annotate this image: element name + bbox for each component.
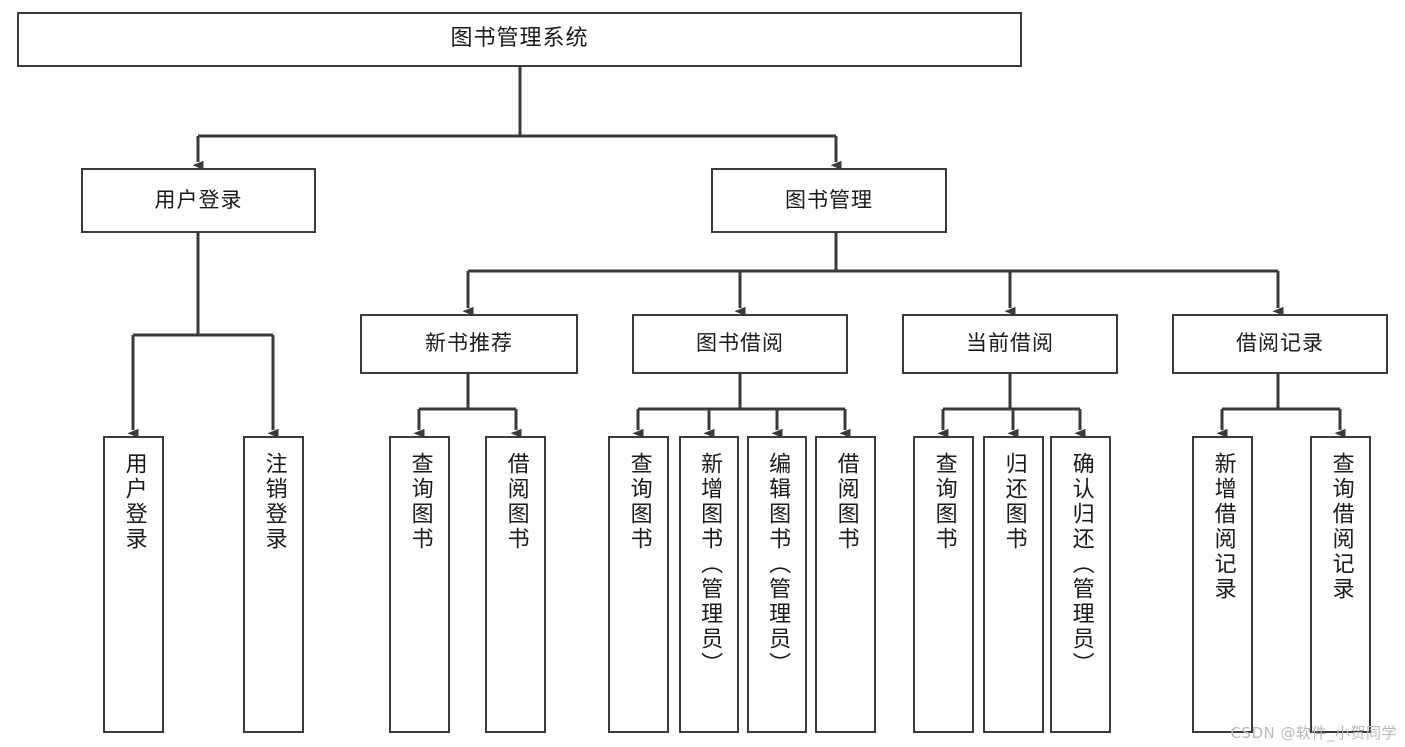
node-new-book-recommend[interactable]: 新书推荐 bbox=[360, 314, 578, 374]
leaf-label: 查询图书 bbox=[931, 452, 957, 552]
leaf-label: 归还图书 bbox=[1001, 452, 1027, 552]
node-current-borrow[interactable]: 当前借阅 bbox=[902, 314, 1118, 374]
node-user-login[interactable]: 用户登录 bbox=[81, 168, 316, 233]
leaf-borrow-book[interactable]: 借阅图书 bbox=[815, 436, 876, 733]
leaf-add-borrow-record[interactable]: 新增借阅记录 bbox=[1192, 436, 1253, 733]
leaf-edit-book-admin[interactable]: 编辑图书（管理员） bbox=[747, 436, 807, 733]
leaf-label: 编辑图书（管理员） bbox=[765, 452, 791, 677]
leaf-query-borrow-record[interactable]: 查询借阅记录 bbox=[1310, 436, 1371, 733]
leaf-label: 新增借阅记录 bbox=[1210, 452, 1236, 602]
leaf-label: 借阅图书 bbox=[503, 452, 529, 552]
leaf-label: 注销登录 bbox=[261, 452, 287, 552]
leaf-query-book-current[interactable]: 查询图书 bbox=[913, 436, 974, 733]
leaf-label: 确认归还（管理员） bbox=[1068, 452, 1094, 677]
node-book-management[interactable]: 图书管理 bbox=[711, 168, 947, 233]
leaf-confirm-return-admin[interactable]: 确认归还（管理员） bbox=[1050, 436, 1111, 733]
watermark: CSDN @软件_小贺同学 bbox=[1230, 724, 1397, 742]
leaf-label: 借阅图书 bbox=[833, 452, 859, 552]
leaf-label: 新增图书（管理员） bbox=[697, 452, 723, 677]
node-book-borrow[interactable]: 图书借阅 bbox=[632, 314, 848, 374]
leaf-query-book-borrow[interactable]: 查询图书 bbox=[608, 436, 669, 733]
leaf-label: 查询借阅记录 bbox=[1328, 452, 1354, 602]
node-root[interactable]: 图书管理系统 bbox=[17, 12, 1022, 67]
leaf-user-login[interactable]: 用户登录 bbox=[103, 436, 164, 733]
leaf-label: 查询图书 bbox=[626, 452, 652, 552]
leaf-query-book-recommend[interactable]: 查询图书 bbox=[389, 436, 450, 733]
leaf-label: 用户登录 bbox=[121, 452, 147, 552]
leaf-label: 查询图书 bbox=[407, 452, 433, 552]
leaf-return-book[interactable]: 归还图书 bbox=[983, 436, 1044, 733]
leaf-add-book-admin[interactable]: 新增图书（管理员） bbox=[679, 436, 739, 733]
leaf-borrow-book-recommend[interactable]: 借阅图书 bbox=[485, 436, 546, 733]
node-borrow-record[interactable]: 借阅记录 bbox=[1172, 314, 1388, 374]
leaf-logout[interactable]: 注销登录 bbox=[243, 436, 304, 733]
